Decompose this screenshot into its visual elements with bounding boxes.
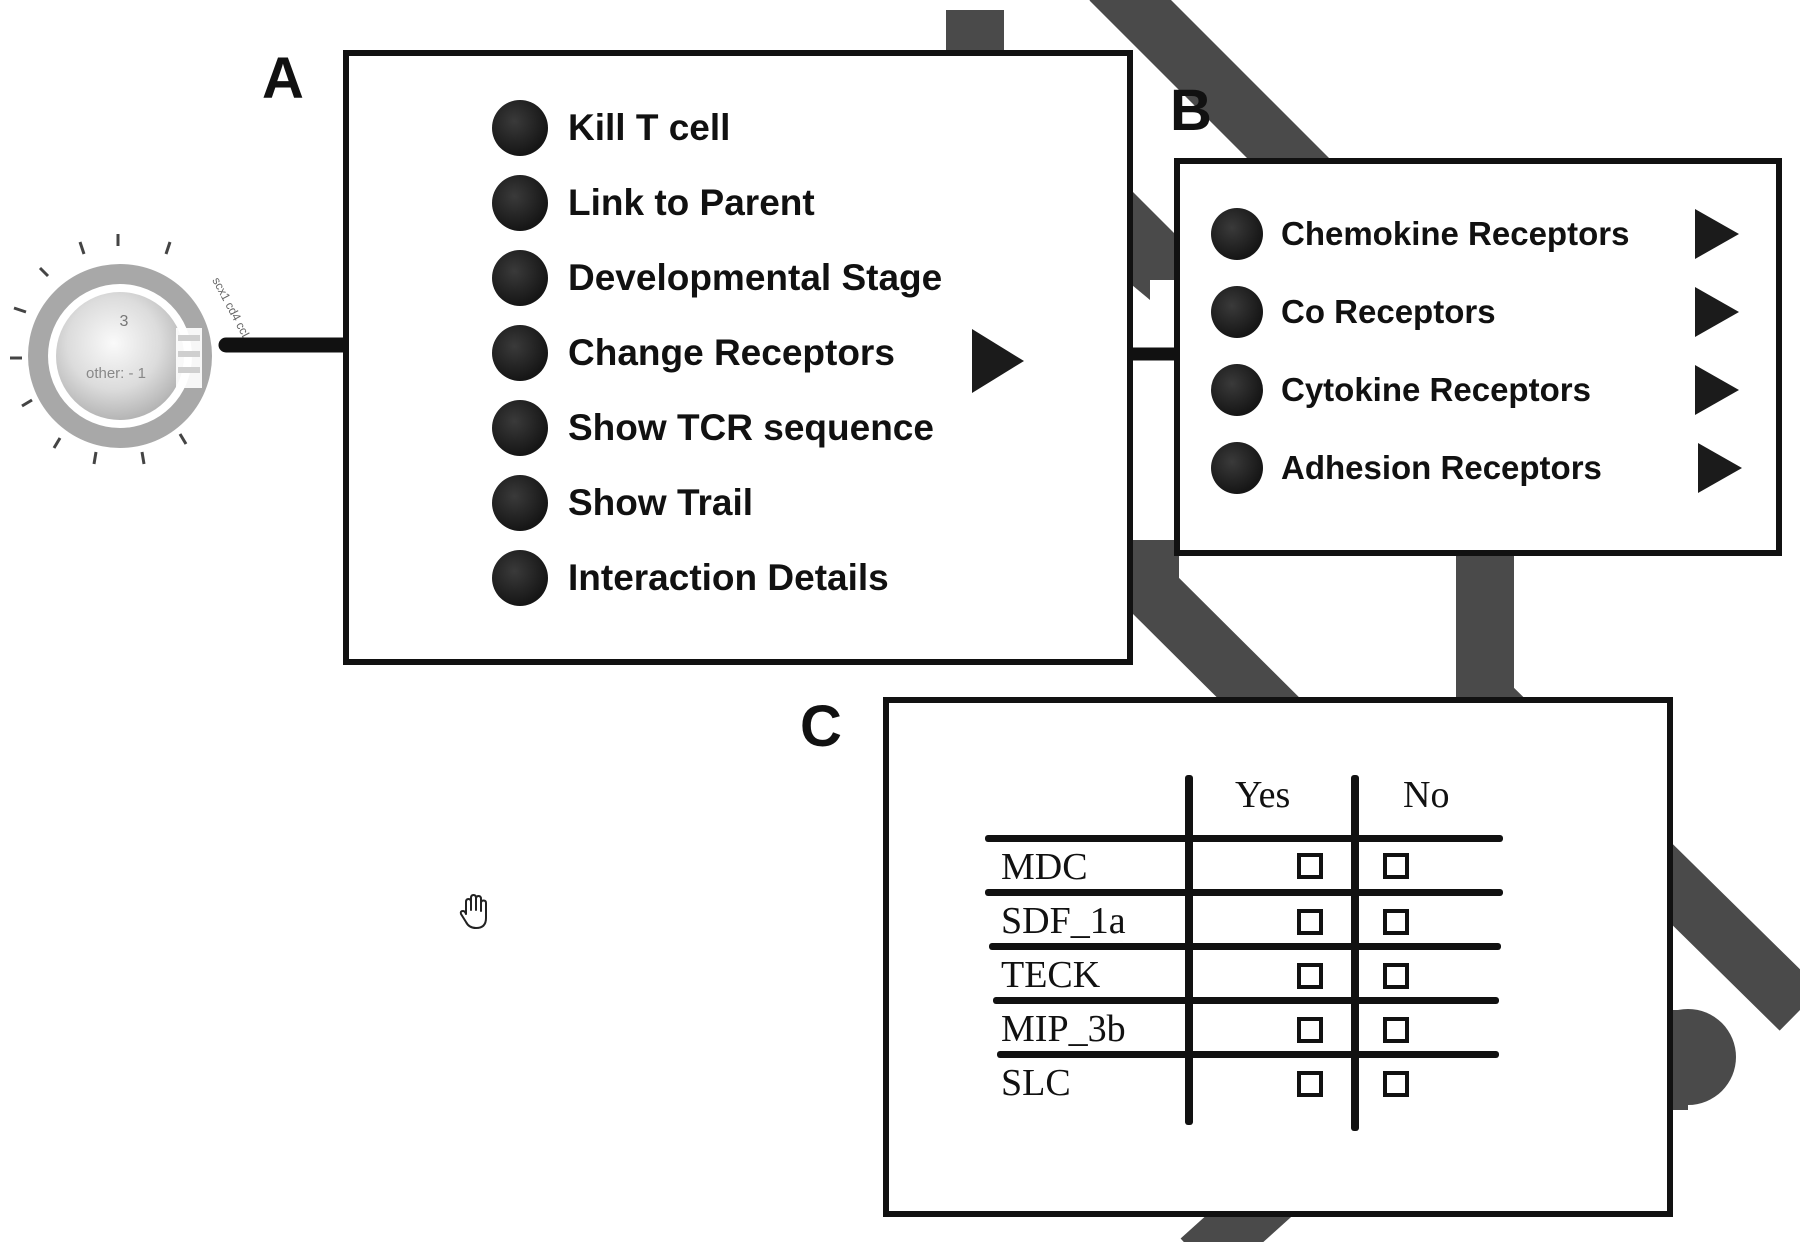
column-divider [1351,775,1359,1131]
menu-item-show-tcr-sequence[interactable]: Show TCR sequence [492,400,934,456]
submenu-arrow-icon[interactable] [1698,443,1742,493]
column-divider [1185,775,1193,1125]
chemokine-table-panel: Yes No MDC SDF_1a TECK MIP_3b SLC [883,697,1673,1217]
checkbox-mdc-no[interactable] [1383,853,1409,879]
menu-item-label: Co Receptors [1281,293,1496,330]
cell-label: other: - 1 [86,365,146,382]
t-cell-graphic: 3 other: - 1 scx1 cd4 ccL [10,234,254,465]
row-divider [985,835,1503,842]
menu-item-label: Interaction Details [568,557,889,598]
checkbox-sdf-1a-no[interactable] [1383,909,1409,935]
checkbox-sdf-1a-yes[interactable] [1297,909,1323,935]
menu-item-label: Adhesion Receptors [1281,449,1602,486]
table-row-label: MIP_3b [1001,1008,1126,1050]
menu-item-interaction-details[interactable]: Interaction Details [492,550,889,606]
menu-item-cytokine-receptors[interactable]: Cytokine Receptors [1211,364,1591,416]
circle-bullet-icon [1211,208,1263,260]
menu-item-link-to-parent[interactable]: Link to Parent [492,175,815,231]
menu-item-developmental-stage[interactable]: Developmental Stage [492,250,942,306]
circle-bullet-icon [492,250,548,306]
menu-item-label: Chemokine Receptors [1281,215,1630,252]
circle-bullet-icon [1211,442,1263,494]
checkbox-teck-yes[interactable] [1297,963,1323,989]
circle-bullet-icon [492,400,548,456]
checkbox-mip-3b-no[interactable] [1383,1017,1409,1043]
checkbox-slc-yes[interactable] [1297,1071,1323,1097]
cell-count: 3 [120,313,129,330]
menu-item-show-trail[interactable]: Show Trail [492,475,753,531]
menu-item-label: Developmental Stage [568,257,943,298]
cell-spikes [10,234,188,465]
menu-item-label: Cytokine Receptors [1281,371,1591,408]
menu-item-label: Show Trail [568,482,754,523]
column-header-no: No [1403,774,1450,816]
table-row-label: SLC [1001,1062,1071,1104]
panel-letter-a: A [262,46,304,111]
checkbox-teck-no[interactable] [1383,963,1409,989]
row-divider [997,1051,1499,1058]
row-divider [989,943,1501,950]
row-divider [993,997,1499,1004]
submenu-arrow-icon[interactable] [1695,209,1739,259]
submenu-arrow-icon[interactable] [1695,287,1739,337]
panel-letter-b: B [1170,78,1212,143]
cell-side-label: scx1 cd4 ccL [209,275,254,343]
menu-item-label: Show TCR sequence [568,407,934,448]
checkbox-mip-3b-yes[interactable] [1297,1017,1323,1043]
table-row-label: SDF_1a [1001,900,1126,942]
checkbox-mdc-yes[interactable] [1297,853,1323,879]
menu-item-label: Kill T cell [568,107,731,148]
t-cell-node[interactable]: 3 other: - 1 scx1 cd4 ccL [0,230,300,490]
circle-bullet-icon [492,550,548,606]
menu-item-change-receptors[interactable]: Change Receptors [492,325,895,381]
menu-item-label: Change Receptors [568,332,895,373]
table-row-label: MDC [1001,846,1088,888]
submenu-arrow-icon[interactable] [1695,365,1739,415]
column-header-yes: Yes [1235,774,1291,816]
menu-item-kill-t-cell[interactable]: Kill T cell [492,100,730,156]
submenu-arrow-icon[interactable] [972,329,1024,393]
table-row-label: TECK [1001,954,1101,996]
menu-item-adhesion-receptors[interactable]: Adhesion Receptors [1211,442,1602,494]
circle-bullet-icon [492,100,548,156]
panel-letter-c: C [800,694,842,759]
circle-bullet-icon [492,475,548,531]
checkbox-slc-no[interactable] [1383,1071,1409,1097]
menu-item-label: Link to Parent [568,182,815,223]
circle-bullet-icon [1211,364,1263,416]
menu-item-co-receptors[interactable]: Co Receptors [1211,286,1496,338]
circle-bullet-icon [492,325,548,381]
circle-bullet-icon [1211,286,1263,338]
row-divider [985,889,1503,896]
circle-bullet-icon [492,175,548,231]
hand-cursor-icon [459,894,487,929]
menu-item-chemokine-receptors[interactable]: Chemokine Receptors [1211,208,1629,260]
receptor-submenu-panel: Chemokine Receptors Co Receptors Cytokin… [1174,158,1782,556]
